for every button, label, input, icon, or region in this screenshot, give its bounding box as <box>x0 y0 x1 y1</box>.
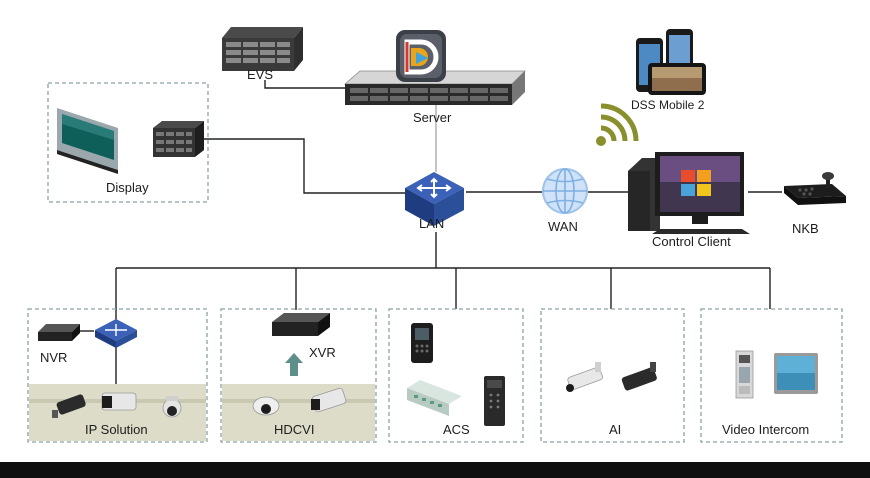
wan-label: WAN <box>548 219 578 234</box>
nvr-label: NVR <box>40 350 68 365</box>
video-wall-icon <box>57 108 118 174</box>
decoder-icon <box>153 121 204 157</box>
wifi-icon <box>596 103 639 146</box>
storage-icon <box>222 27 303 71</box>
dss-app-logo <box>396 30 446 82</box>
dss-mobile-label: DSS Mobile 2 <box>631 98 705 112</box>
video-intercom-label: Video Intercom <box>722 422 810 437</box>
ai-label: AI <box>609 422 622 437</box>
video-intercom-group-box <box>700 308 843 443</box>
keyboard-icon <box>784 172 846 205</box>
evs-server-link <box>264 80 347 89</box>
access-control-icon <box>407 323 505 426</box>
hdcvi-label: HDCVI <box>274 422 315 437</box>
nvr-icon <box>38 324 80 341</box>
acs-group-box <box>388 308 524 443</box>
display-label: Display <box>106 180 149 195</box>
hdcvi-group-box <box>220 308 377 443</box>
ai-group-box <box>540 308 685 443</box>
hdcvi-ground-line <box>222 399 375 403</box>
server-label: Server <box>413 110 452 125</box>
display-lan-link <box>203 138 405 194</box>
control-client-label: Control Client <box>652 234 731 249</box>
switch-icon <box>405 172 464 226</box>
globe-icon <box>542 168 588 214</box>
camera-icon <box>566 362 657 392</box>
ip-solution-group-box <box>27 308 208 443</box>
switch-icon <box>95 319 137 348</box>
phone-icon <box>636 29 706 95</box>
xvr-label: XVR <box>309 345 336 360</box>
display-group-box <box>47 82 209 203</box>
acs-label: ACS <box>443 422 470 437</box>
evs-label: EVS <box>247 67 274 82</box>
intercom-icon <box>735 350 818 399</box>
monitor-icon <box>628 152 750 234</box>
camera-icon <box>52 392 182 418</box>
ip-solution-label: IP Solution <box>85 422 148 437</box>
xvr-icon <box>272 313 330 336</box>
nkb-label: NKB <box>792 221 819 236</box>
upload-arrow-icon <box>285 353 303 376</box>
bottom-black-bar <box>0 462 870 478</box>
hdcvi-ground-strip <box>222 384 375 441</box>
camera-icon <box>252 387 347 416</box>
connection-lines <box>79 80 782 384</box>
server-icon <box>343 70 526 105</box>
lan-label: LAN <box>419 216 445 231</box>
